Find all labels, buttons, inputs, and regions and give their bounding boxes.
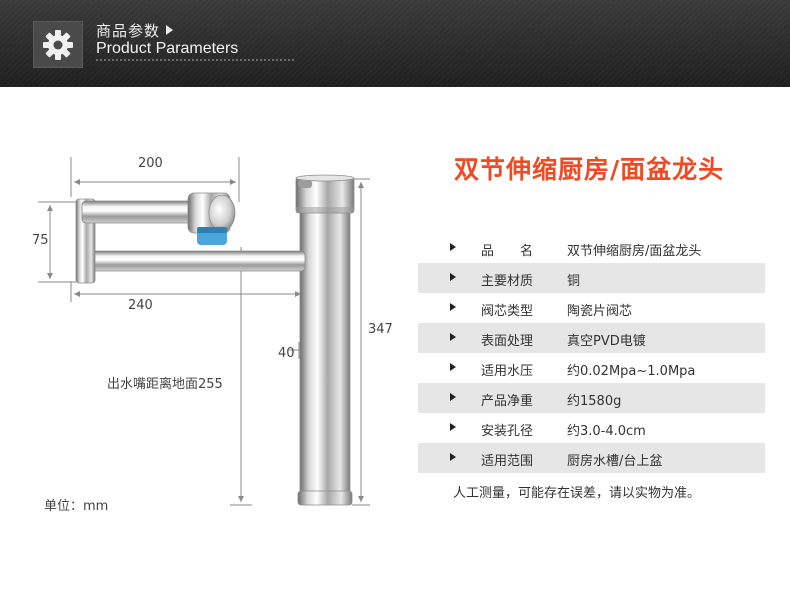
bullet-arrow-icon [450,423,456,431]
spec-row: 品名 双节伸缩厨房/面盆龙头 [418,233,765,263]
header-title: 商品参数 [96,20,174,41]
spec-label: 适用水压 [481,364,534,379]
spec-table: 品名 双节伸缩厨房/面盆龙头 主要材质 铜 阀芯类型 陶瓷片阀芯 表面处理 真空… [418,233,765,473]
bullet-arrow-icon [450,333,456,341]
header-title-text: 商品参数 [96,22,161,40]
spec-value: 真空PVD电镀 [567,334,646,349]
spec-label: 产品净重 [481,394,534,409]
dimension-top-width: 200 [138,156,163,171]
spec-label: 阀芯类型 [481,304,534,319]
dimension-left-height: 75 [32,233,49,248]
bullet-arrow-icon [450,303,456,311]
measurement-footnote: 人工测量，可能存在误差，请以实物为准。 [453,486,701,501]
header-subtitle: Product Parameters [96,40,239,57]
header-dotted-line [96,59,296,61]
spec-row: 适用范围 厨房水槽/台上盆 [418,443,765,473]
dimension-body-diameter: 40 [278,346,295,361]
spec-label: 主要材质 [481,274,534,289]
dimension-total-height: 347 [368,322,393,337]
bullet-arrow-icon [450,273,456,281]
header-banner: 商品参数 Product Parameters [0,0,790,87]
bullet-arrow-icon [450,243,456,251]
spec-label: 适用范围 [481,454,534,469]
bullet-arrow-icon [450,393,456,401]
spec-label: 安装孔径 [481,424,534,439]
spec-row: 阀芯类型 陶瓷片阀芯 [418,293,765,323]
spec-value: 陶瓷片阀芯 [567,304,633,319]
spout-height-note: 出水嘴距离地面255 [107,377,223,392]
spec-row: 适用水压 约0.02Mpa~1.0Mpa [418,353,765,383]
spec-value: 约3.0-4.0cm [567,424,646,439]
faucet-drawing [38,157,370,506]
unit-label: 单位：mm [44,499,109,514]
spec-row: 表面处理 真空PVD电镀 [418,323,765,353]
spec-value: 双节伸缩厨房/面盆龙头 [567,244,702,259]
gear-icon-box [33,21,83,68]
bullet-arrow-icon [450,363,456,371]
spec-label: 表面处理 [481,334,534,349]
spec-row: 主要材质 铜 [418,263,765,293]
product-title: 双节伸缩厨房/面盆龙头 [454,155,725,184]
bullet-arrow-icon [450,453,456,461]
spec-label: 品名 [481,244,560,259]
spec-value: 约0.02Mpa~1.0Mpa [567,364,696,379]
spec-row: 安装孔径 约3.0-4.0cm [418,413,765,443]
faucet-dimension-diagram: 200 75 240 40 347 出水嘴距离地面255 单位：mm [0,87,410,603]
dimension-arm-length: 240 [128,298,153,313]
spec-row: 产品净重 约1580g [418,383,765,413]
gear-icon [43,29,73,60]
spec-value: 约1580g [567,394,622,409]
spec-value: 厨房水槽/台上盆 [567,454,663,469]
header-arrow-icon [166,25,174,35]
spec-value: 铜 [567,274,581,289]
